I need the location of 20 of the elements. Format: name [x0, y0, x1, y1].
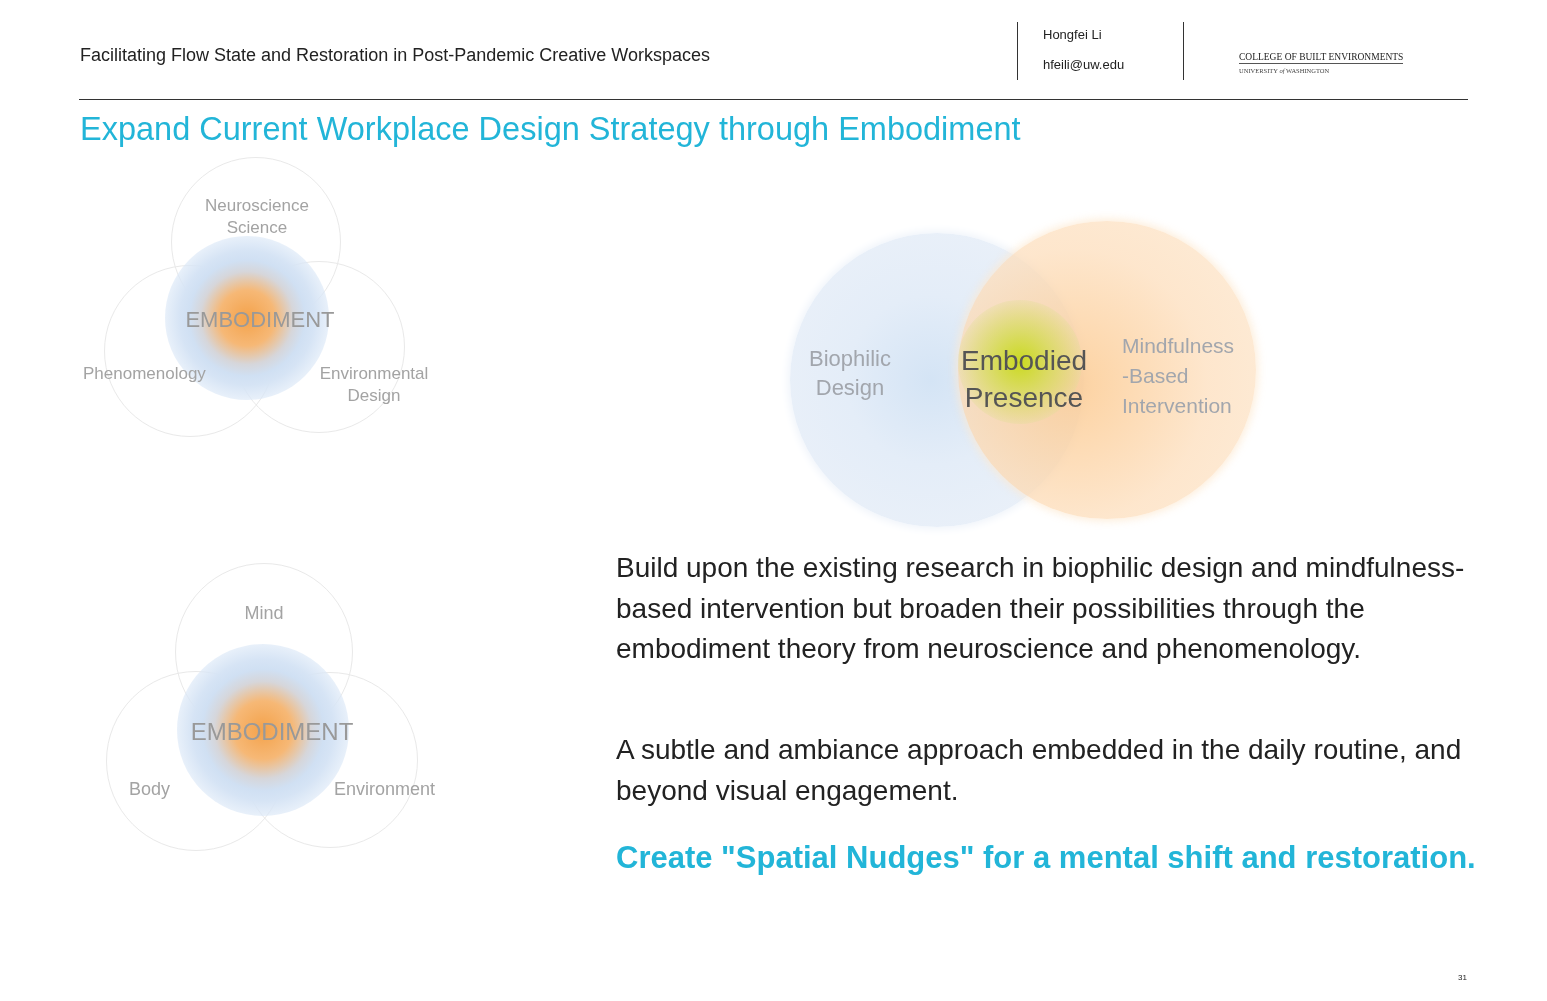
circle-label: Environmental Design	[318, 363, 430, 407]
author-name: Hongfei Li	[1043, 27, 1102, 42]
circle-label: Phenomenology	[83, 363, 207, 385]
center-label: EMBODIMENT	[184, 306, 336, 334]
circle-label: Mind	[243, 602, 285, 625]
page-number: 31	[1458, 973, 1467, 982]
circle-label: Mindfulness -Based Intervention	[1122, 333, 1236, 419]
circle-label: Neuroscience Science	[204, 195, 310, 239]
highlight-text: Create "Spatial Nudges" for a mental shift and restoration.	[616, 840, 1476, 876]
circle-label: Biophilic Design	[808, 345, 892, 402]
circle-label: Environment	[334, 778, 437, 801]
center-label: Embodied Presence	[959, 344, 1089, 415]
college-name: COLLEGE OF BUILT ENVIRONMENTS	[1239, 52, 1404, 64]
email-address: hfeili@uw.edu	[1043, 57, 1125, 72]
body-text: A subtle and ambiance approach embedded in the daily routine, and beyond visual engagement.	[616, 733, 1463, 808]
body-text: Build upon the existing research in biophilic design and mindfulness-based intervention but broaden their possibilities through the embodiment theory from neuroscience and phenomenology.	[616, 551, 1466, 666]
header-title: Facilitating Flow State and Restoration in Post-Pandemic Creative Workspaces	[80, 45, 710, 66]
circle-label: Body	[129, 778, 172, 801]
center-label: EMBODIMENT	[189, 717, 355, 747]
slide-title: Expand Current Workplace Design Strategy through Embodiment	[80, 111, 1021, 148]
